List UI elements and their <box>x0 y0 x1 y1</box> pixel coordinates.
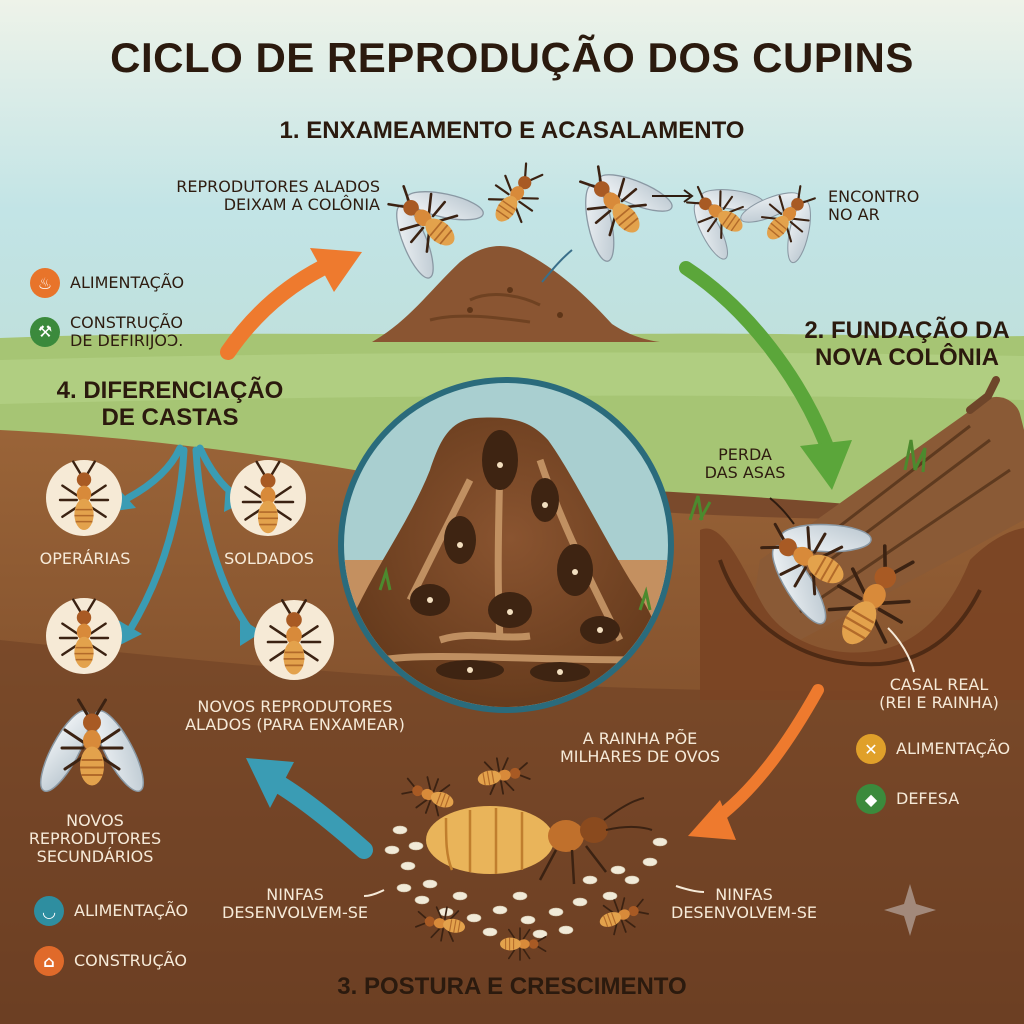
label-casal-real: CASAL REAL (REI E RAINHA) <box>879 675 999 712</box>
label-operarias: OPERÁRIAS <box>39 549 131 568</box>
caste-worker-icon <box>46 460 122 536</box>
fork-knife-icon: ✕ <box>856 734 886 764</box>
queen-with-eggs <box>384 797 668 939</box>
arrow-to-foundation <box>679 261 852 490</box>
arrow-to-swarm <box>220 248 362 360</box>
label-encontro-no-ar: ENCONTRO NO AR <box>828 187 920 224</box>
label-soldados: SOLDADOS <box>224 549 314 568</box>
step-3-heading: 3. POSTURA E CRESCIMENTO <box>337 973 687 1000</box>
step-4-line-2: DE CASTAS <box>101 403 239 431</box>
step-2-line-2: NOVA COLÔNIA <box>815 343 999 371</box>
legend-top-construction: ⚒ CONSTRUÇÃO DE DEFIRIJOƆ. <box>30 314 183 349</box>
house-icon: ⌂ <box>34 946 64 976</box>
page-title: CICLO DE REPRODUÇÃO DOS CUPINS <box>110 34 914 81</box>
arrow-to-laying <box>688 684 824 840</box>
label-novos-reprodutores-alados: NOVOS REPRODUTORES ALADOS (PARA ENXAMEAR… <box>185 697 405 734</box>
burrow <box>700 528 1024 700</box>
shield-icon: ◆ <box>856 784 886 814</box>
legend-right-feeding: ✕ ALIMENTAÇÃO <box>856 734 1010 764</box>
sparkle-icon <box>884 884 936 936</box>
label-novos-secundarios: NOVOS REPRODUTORES SECUNDÁRIOS <box>28 811 162 866</box>
legend-bottom-construction: ⌂ CONSTRUÇÃO <box>34 946 187 976</box>
caste-alate-icon <box>254 599 334 680</box>
step-2-line-1: 2. FUNDAÇÃO DA <box>804 317 1010 344</box>
label-rainha-ovos: A RAINHA PÕE MILHARES DE OVOS <box>559 729 721 766</box>
label-ninfas-right: NINFAS DESENVOLVEM-SE <box>671 885 817 922</box>
label-reprodutores-alados: REPRODUTORES ALADOS DEIXAM A COLÔNIA <box>176 177 380 214</box>
step-2-heading: 2. FUNDAÇÃO DA NOVA COLÔNIA <box>790 317 1024 372</box>
arrow-to-differentiation <box>246 758 373 859</box>
bowl-icon: ◡ <box>34 896 64 926</box>
bowl-icon: ♨ <box>30 268 60 298</box>
legend-bottom-feeding: ◡ ALIMENTAÇÃO <box>34 896 188 926</box>
hammer-icon: ⚒ <box>30 316 60 347</box>
legend-right-defense: ◆ DEFESA <box>856 784 959 814</box>
step-4-line-1: 4. DIFERENCIAÇÃO <box>56 377 284 404</box>
step-1-heading: 1. ENXAMEAMENTO E ACASALAMENTO <box>279 117 745 144</box>
legend-top-feeding: ♨ ALIMENTAÇÃO <box>30 268 184 298</box>
caste-reproductive-icon <box>46 598 122 674</box>
label-perda-das-asas: PERDA DAS ASAS <box>704 445 786 482</box>
label-ninfas-left: NINFAS DESENVOLVEM-SE <box>222 885 368 922</box>
caste-arrows <box>124 444 254 634</box>
caste-soldier-icon <box>230 460 306 536</box>
step-4-heading: 4. DIFERENCIAÇÃO DE CASTAS <box>40 377 300 432</box>
